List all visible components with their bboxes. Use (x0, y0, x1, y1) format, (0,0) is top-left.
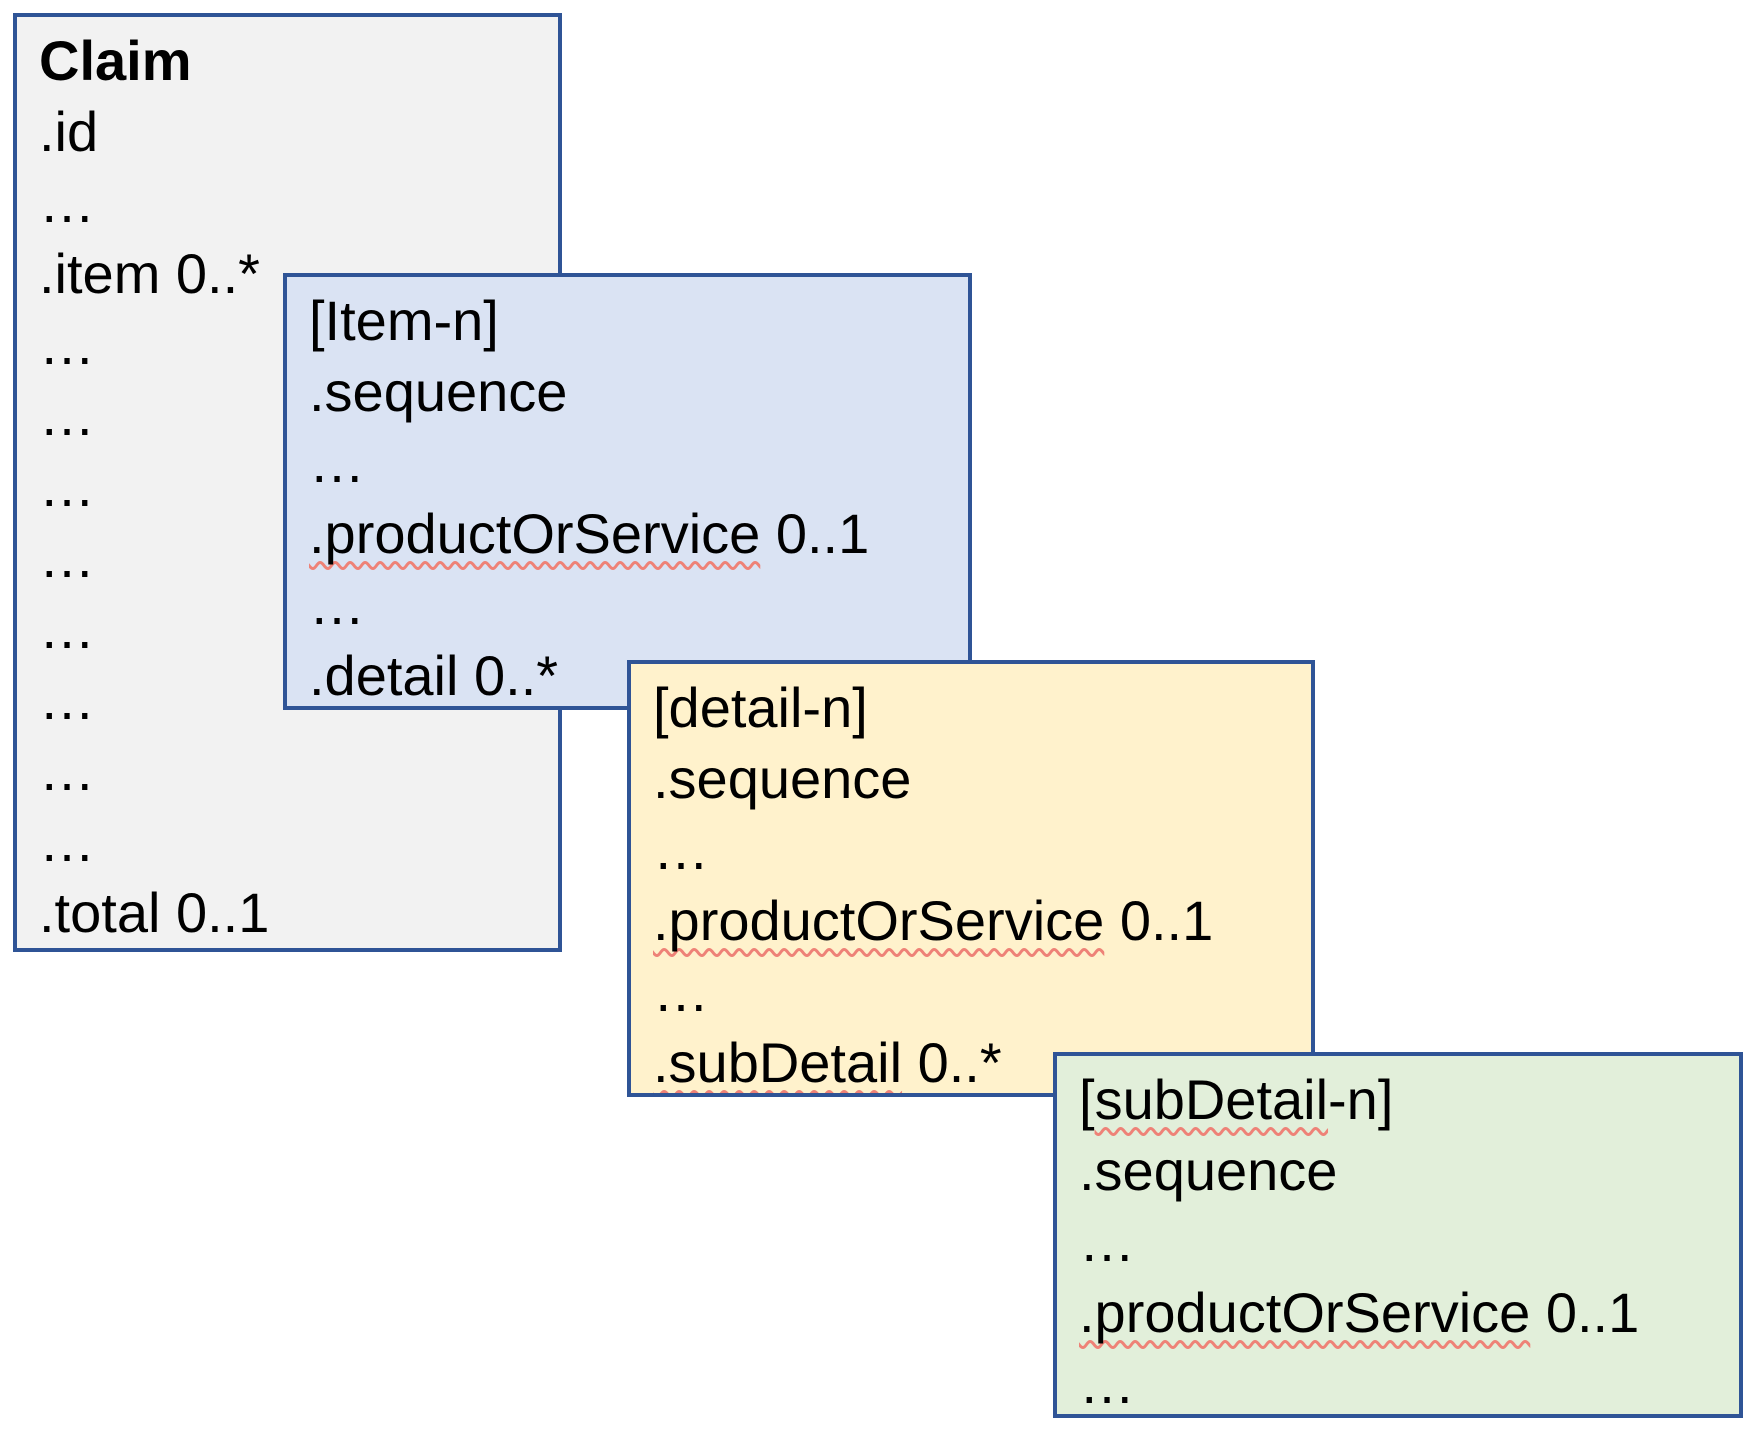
claim-line-0: Claim (39, 29, 192, 92)
claim-line-6: … (39, 455, 95, 518)
item-line-2: … (309, 431, 365, 494)
subdetail-box: [subDetail-n] .sequence … .productOrService… (1053, 1052, 1743, 1418)
claim-line-7: … (39, 526, 95, 589)
claim-line-12: .total 0..1 (39, 881, 270, 944)
item-line-3: .productOrService 0..1 (309, 502, 870, 565)
spellcheck-squiggle: .productOrService (309, 502, 761, 565)
spellcheck-squiggle: .subDetail (653, 1031, 903, 1094)
item-line-5: .detail 0..* (309, 644, 559, 707)
spellcheck-squiggle: subDetail (1094, 1068, 1329, 1131)
spellcheck-squiggle: .productOrService (653, 889, 1105, 952)
item-box: [Item-n] .sequence … .productOrService 0..1… (283, 273, 972, 710)
spellcheck-squiggle: .productOrService (1079, 1281, 1531, 1344)
subdetail-line-3: .productOrService 0..1 (1079, 1281, 1640, 1344)
detail-line-5: .subDetail 0..* (653, 1031, 1002, 1094)
claim-line-3: .item 0..* (39, 242, 260, 305)
subdetail-line-4: … (1079, 1352, 1135, 1415)
subdetail-line-2: … (1079, 1210, 1135, 1273)
claim-line-5: … (39, 384, 95, 447)
claim-line-9: … (39, 668, 95, 731)
detail-line-4: … (653, 960, 709, 1023)
detail-line-1: .sequence (653, 747, 912, 810)
item-line-4: … (309, 573, 365, 636)
claim-line-11: … (39, 810, 95, 873)
item-line-1: .sequence (309, 360, 568, 423)
claim-line-2: … (39, 171, 95, 234)
detail-line-0: [detail-n] (653, 676, 868, 739)
detail-line-3: .productOrService 0..1 (653, 889, 1214, 952)
subdetail-line-0: [subDetail-n] (1079, 1068, 1394, 1131)
claim-line-1: .id (39, 100, 99, 163)
claim-line-4: … (39, 313, 95, 376)
item-line-0: [Item-n] (309, 289, 499, 352)
claim-line-10: … (39, 739, 95, 802)
subdetail-line-1: .sequence (1079, 1139, 1338, 1202)
detail-box: [detail-n] .sequence … .productOrService 0.… (627, 660, 1315, 1097)
claim-line-8: … (39, 597, 95, 660)
detail-line-2: … (653, 818, 709, 881)
